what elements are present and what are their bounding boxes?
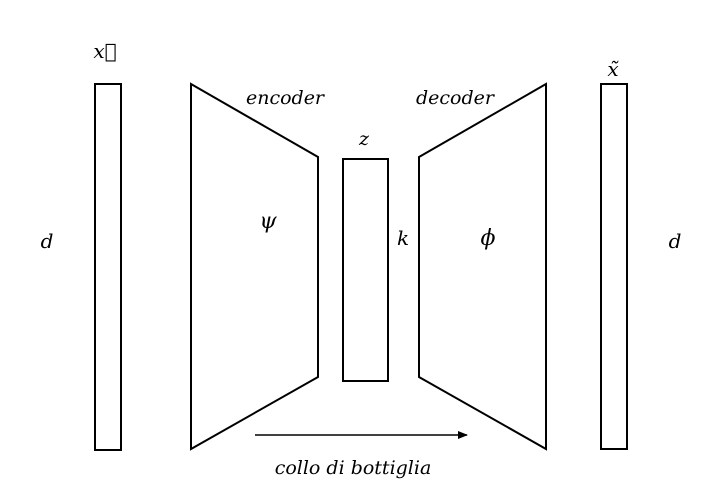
- decoder-function-label: ϕ: [481, 226, 496, 251]
- input-vector-box: [94, 83, 122, 451]
- output-vector-box: [600, 83, 628, 450]
- latent-label: z: [358, 128, 370, 150]
- bottleneck-label: collo di bottiglia: [275, 457, 432, 479]
- input-dimension-label: d: [41, 229, 54, 253]
- output-dimension-label: d: [669, 229, 682, 253]
- input-vector-label: x⃗: [93, 39, 116, 63]
- encoder-function-label: ψ: [259, 209, 277, 234]
- output-vector-label: x̃: [607, 57, 619, 81]
- latent-dimension-label: k: [397, 226, 409, 250]
- encoder-trapezoid: [190, 82, 319, 451]
- decoder-trapezoid: [418, 82, 547, 451]
- encoder-label: encoder: [246, 87, 326, 109]
- decoder-label: decoder: [416, 87, 496, 109]
- latent-vector-box: [342, 158, 389, 382]
